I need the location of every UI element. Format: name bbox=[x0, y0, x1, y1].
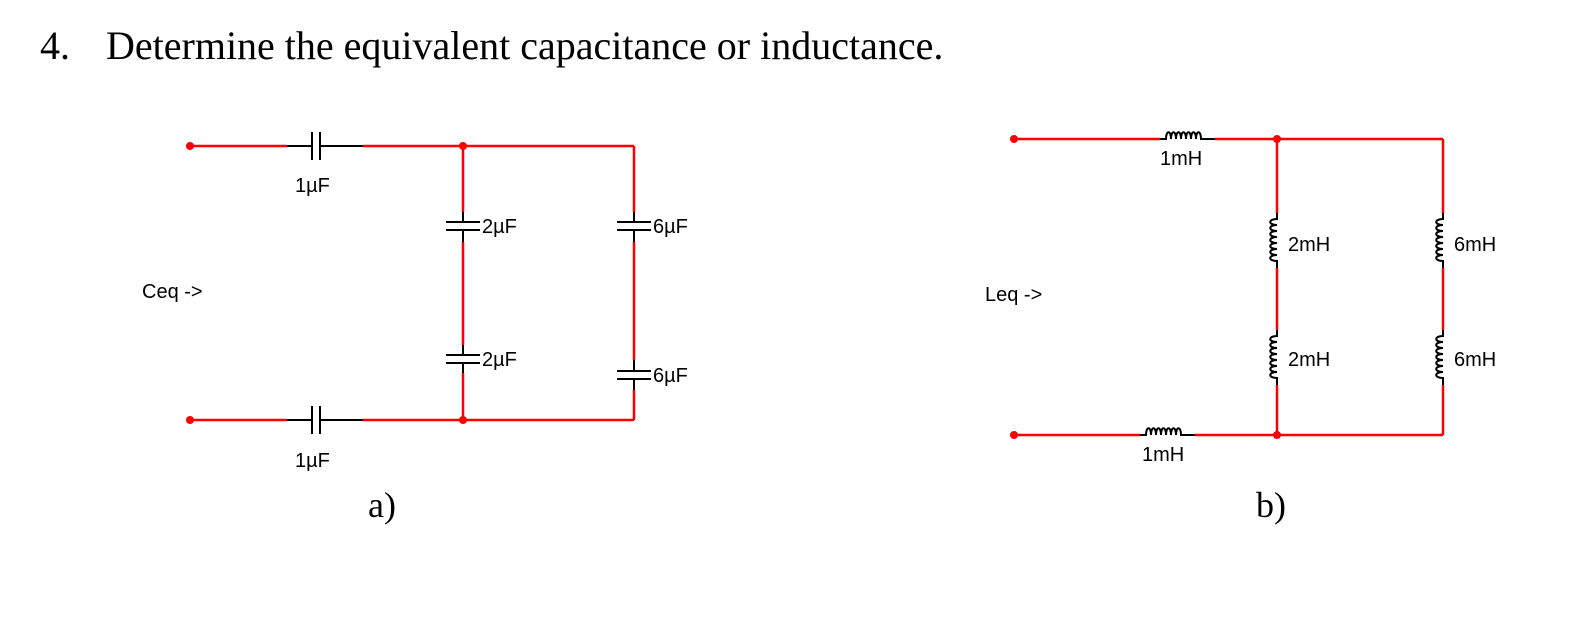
inductor-b-top bbox=[1160, 131, 1215, 140]
label-c-right-lower: 6µF bbox=[653, 365, 688, 387]
label-c-mid-lower: 2µF bbox=[482, 349, 517, 371]
label-c-top: 1µF bbox=[295, 175, 330, 197]
inductor-b-mid-lower bbox=[1269, 330, 1278, 385]
capacitor-a-bottom bbox=[287, 406, 363, 434]
circuit-a: Ceq -> 1µF 1µF 2µF 2µF 6µF 6µF a) bbox=[142, 132, 688, 525]
label-l-mid-upper: 2mH bbox=[1288, 234, 1330, 256]
terminal-a-top bbox=[186, 142, 194, 150]
label-l-top: 1mH bbox=[1160, 148, 1202, 170]
inductor-b-right-upper bbox=[1435, 213, 1444, 268]
capacitor-a-right-lower bbox=[617, 360, 651, 390]
inductor-b-bottom bbox=[1140, 427, 1195, 436]
capacitor-a-right-upper bbox=[617, 212, 651, 242]
caption-a: a) bbox=[368, 485, 396, 525]
circuit-b: Leq -> 1mH 1mH 2mH 2mH 6mH 6mH b) bbox=[985, 131, 1496, 525]
label-c-right-upper: 6µF bbox=[653, 216, 688, 238]
inductor-b-right-lower bbox=[1435, 330, 1444, 385]
node-b-top bbox=[1273, 135, 1281, 143]
label-l-right-upper: 6mH bbox=[1454, 234, 1496, 256]
question-heading: 4. Determine the equivalent capacitance o… bbox=[40, 22, 943, 69]
question-text: Determine the equivalent capacitance or … bbox=[106, 23, 944, 68]
question-number: 4. bbox=[40, 23, 70, 68]
terminal-a-bottom bbox=[186, 416, 194, 424]
capacitor-a-top bbox=[287, 132, 363, 160]
caption-b: b) bbox=[1256, 485, 1286, 525]
node-b-bottom bbox=[1273, 431, 1281, 439]
terminal-b-bottom bbox=[1010, 431, 1018, 439]
capacitor-a-mid-upper bbox=[446, 212, 480, 242]
inductor-b-mid-upper bbox=[1269, 213, 1278, 268]
label-ceq: Ceq -> bbox=[142, 281, 203, 303]
label-c-mid-upper: 2µF bbox=[482, 216, 517, 238]
label-leq: Leq -> bbox=[985, 284, 1042, 306]
label-l-bottom: 1mH bbox=[1142, 444, 1184, 466]
terminal-b-top bbox=[1010, 135, 1018, 143]
label-l-mid-lower: 2mH bbox=[1288, 349, 1330, 371]
capacitor-a-mid-lower bbox=[446, 345, 480, 373]
label-l-right-lower: 6mH bbox=[1454, 349, 1496, 371]
node-a-bottom bbox=[459, 416, 467, 424]
node-a-top bbox=[459, 142, 467, 150]
label-c-bottom: 1µF bbox=[295, 450, 330, 472]
